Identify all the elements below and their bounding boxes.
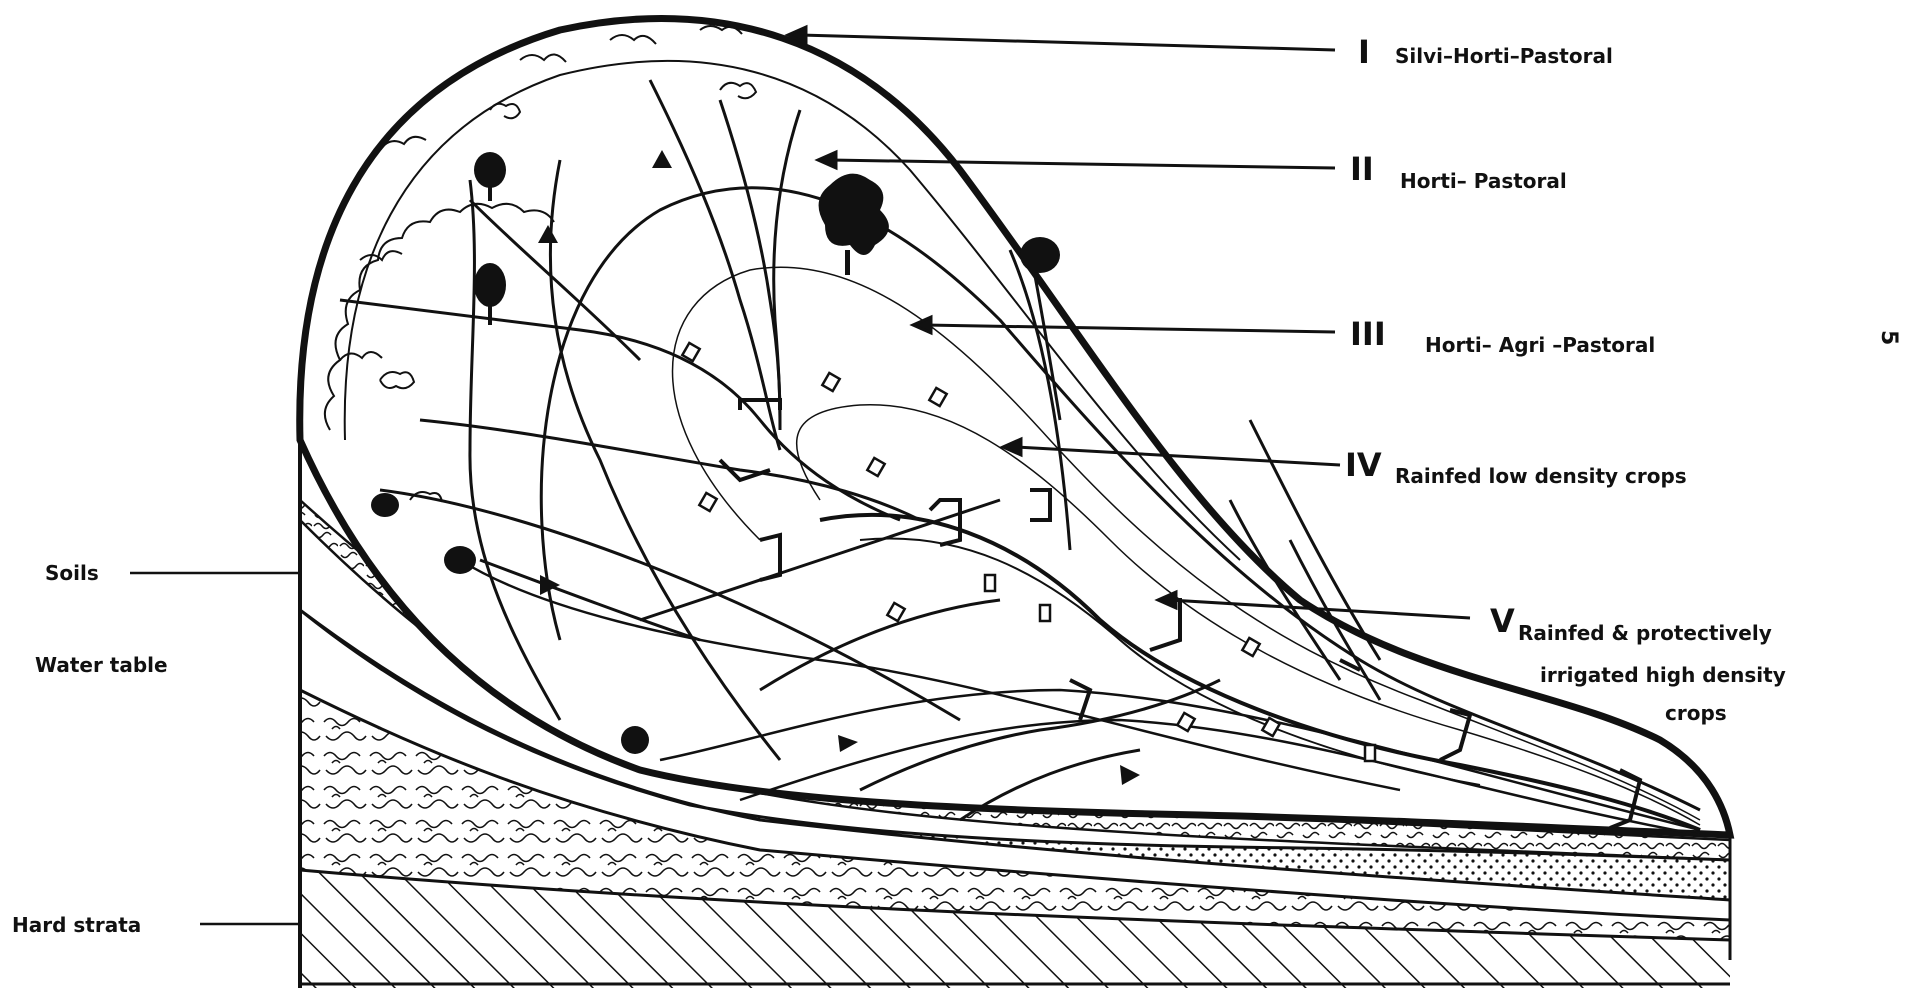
zone-iii-text: Horti– Agri –Pastoral <box>1425 333 1655 357</box>
zone-iv-text: Rainfed low density crops <box>1395 464 1687 488</box>
strata-pointers <box>130 573 300 924</box>
water-table-label: Water table <box>35 653 168 677</box>
zone-label-ii: II Horti– Pastoral <box>1350 150 1567 193</box>
zone-ii-numeral: II <box>1350 150 1374 188</box>
hard-strata-label: Hard strata <box>12 913 141 937</box>
zone-label-iii: III Horti– Agri –Pastoral <box>1350 315 1655 357</box>
zone-iii-numeral: III <box>1350 315 1386 353</box>
zone-ii-text: Horti– Pastoral <box>1400 169 1567 193</box>
zone-v-text-line1: Rainfed & protectively <box>1518 621 1772 645</box>
zone-i-numeral: I <box>1358 33 1370 71</box>
zone-i-text: Silvi–Horti–Pastoral <box>1395 44 1613 68</box>
watershed-outline <box>300 19 1730 835</box>
page-number: 5 <box>1876 330 1901 345</box>
zone-v-text-line2: irrigated high density <box>1540 663 1786 687</box>
soils-label: Soils <box>45 561 99 585</box>
zone-label-iv: IV Rainfed low density crops <box>1345 446 1687 488</box>
zone-iv-numeral: IV <box>1345 446 1382 484</box>
zone-label-i: I Silvi–Horti–Pastoral <box>1358 33 1613 71</box>
zone-v-numeral: V <box>1490 602 1515 640</box>
zone-v-text-line3: crops <box>1665 701 1727 725</box>
